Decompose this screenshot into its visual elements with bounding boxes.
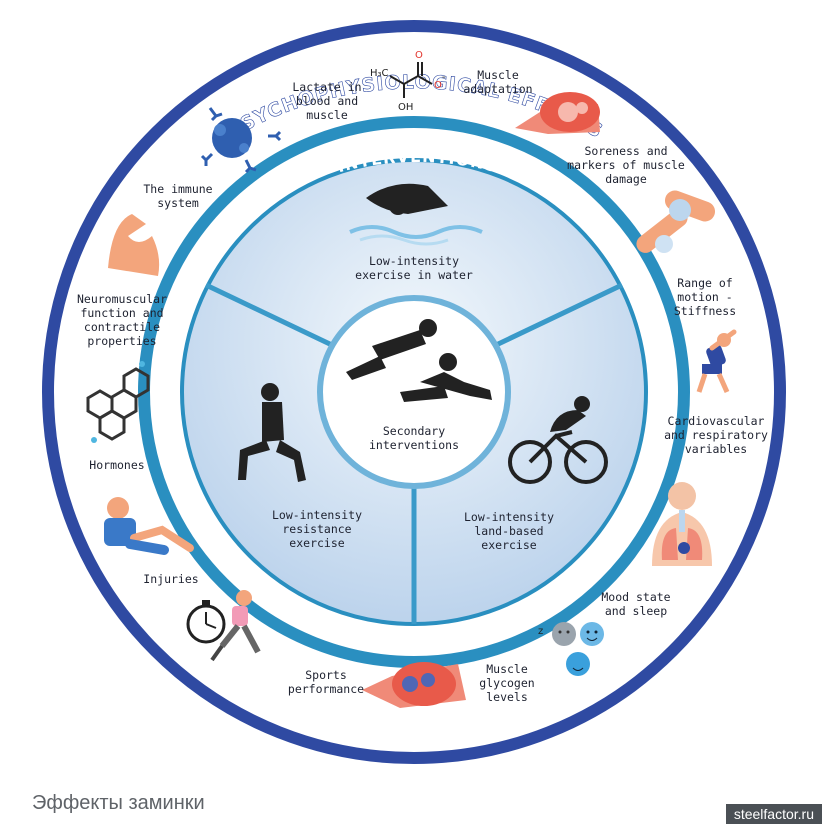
mood-faces-icon: z [538, 622, 604, 676]
label-injuries: Injuries [143, 572, 199, 586]
cyclist-icon [508, 396, 608, 484]
label-water-exercise: Low-intensity exercise in water [355, 254, 473, 282]
lunge-person-icon [238, 383, 306, 482]
label-lactate: Lactate in blood and muscle [292, 80, 362, 122]
divider-right [492, 282, 624, 349]
injured-person-icon [104, 497, 194, 555]
stopwatch-runner-icon [186, 590, 261, 662]
immune-cell-icon [200, 107, 282, 174]
svg-text:-: - [442, 72, 446, 83]
lactate-molecule-icon: H₃C OH O O - [370, 50, 446, 113]
stretching-partners-icon [346, 319, 492, 402]
label-secondary-interventions: Secondary interventions [368, 424, 459, 452]
muscle-glycogen-icon [362, 662, 466, 708]
label-immune: The immune system [143, 182, 213, 210]
svg-text:O: O [415, 50, 423, 61]
label-cardiovascular: Cardiovascular and respiratory variables [664, 414, 768, 456]
label-range-of-motion: Range of motion - Stiffness [673, 276, 737, 318]
muscle-fiber-icon [515, 92, 600, 134]
svg-text:z: z [538, 626, 543, 637]
label-mood: Mood state and sleep [601, 590, 671, 618]
label-muscle-adaptation: Muscle adaptation [463, 68, 533, 96]
label-glycogen: Muscle glycogen levels [479, 662, 535, 704]
svg-text:OH: OH [398, 102, 413, 113]
label-resistance-exercise: Low-intensity resistance exercise [271, 508, 362, 550]
label-sports-performance: Sports performance [287, 668, 365, 696]
stretching-person-icon [696, 329, 737, 394]
sore-leg-icon [636, 190, 716, 253]
label-neuromuscular: Neuromuscular function and contractile p… [76, 292, 167, 348]
label-land-exercise: Low-intensity land-based exercise [463, 510, 554, 552]
caption: Эффекты заминки [32, 792, 205, 814]
watermark: steelfactor.ru [725, 804, 822, 824]
label-soreness: Soreness and markers of muscle damage [567, 144, 685, 186]
lungs-icon [652, 482, 712, 566]
flexed-arm-icon [108, 214, 160, 276]
label-hormones: Hormones [89, 458, 145, 472]
divider-left [204, 282, 336, 349]
svg-text:H₃C: H₃C [370, 68, 389, 79]
svg-text:O: O [434, 80, 442, 91]
hormone-molecule-icon [86, 361, 150, 443]
swimmer-icon [349, 183, 483, 246]
